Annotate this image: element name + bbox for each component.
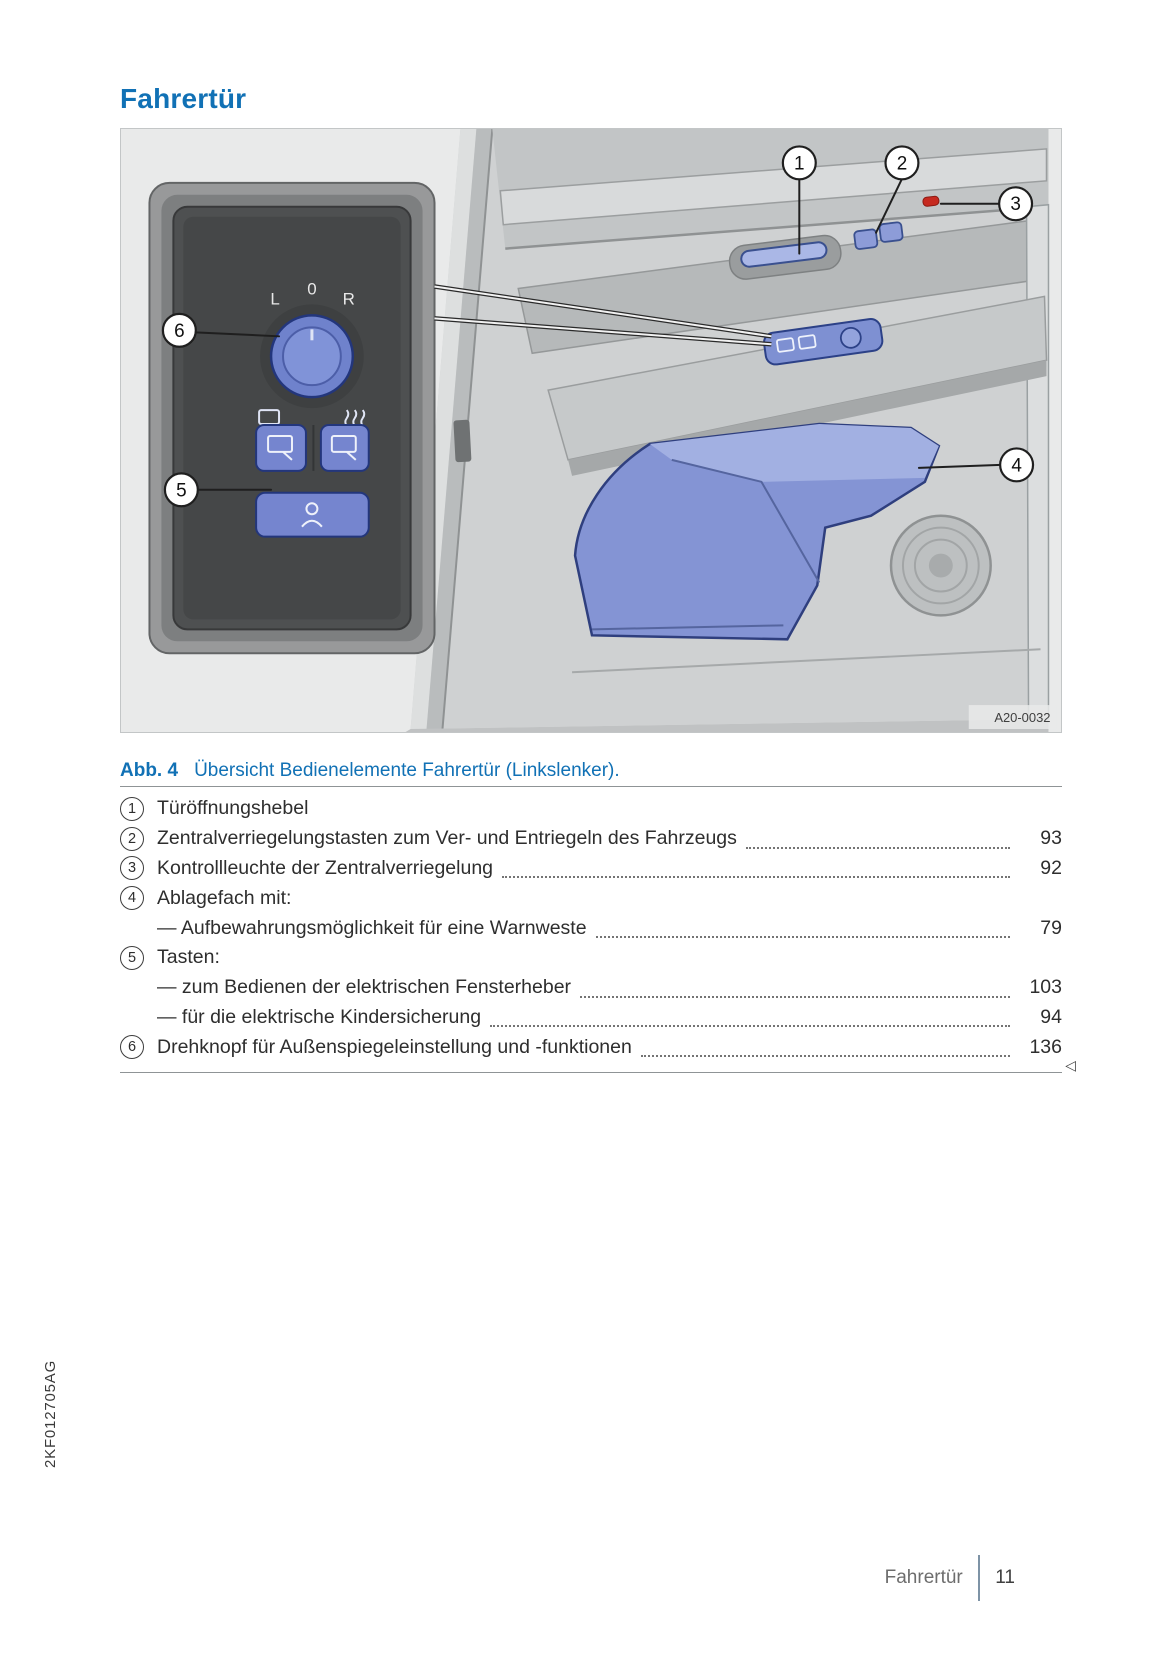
- svg-text:6: 6: [174, 321, 185, 342]
- item-page-ref: 92: [1040, 856, 1062, 879]
- item-label: Zentralverriegelungstasten zum Ver- und …: [157, 827, 737, 850]
- window-switch-right: [319, 424, 370, 472]
- footer-section-title: Fahrertür: [884, 1567, 963, 1588]
- item-number-badge: 6: [120, 1035, 144, 1060]
- svg-text:3: 3: [1010, 194, 1021, 215]
- door-pull-grip: [453, 419, 472, 463]
- item-number-badge: 2: [120, 826, 144, 851]
- window-switch-right-icon: [330, 434, 357, 453]
- callout-1: 1: [781, 145, 817, 181]
- item-label: Drehknopf für Außenspiegeleinstellung un…: [157, 1035, 632, 1058]
- mirror-heat-icon: [344, 409, 366, 427]
- legend-subitem: — zum Bedienen der elektrischen Fensterh…: [120, 973, 1062, 1003]
- legend-item: 4 Ablagefach mit:: [120, 883, 1062, 913]
- callouts: 1 2 3 4 5: [161, 145, 1035, 508]
- legend-item: 2 Zentralverriegelungstasten zum Ver- un…: [120, 824, 1062, 854]
- svg-text:4: 4: [1011, 455, 1022, 476]
- dot-leader: [490, 1025, 1010, 1028]
- footer-divider: [977, 1555, 981, 1601]
- footer-page-number: 11: [995, 1567, 1015, 1588]
- figure-caption: Abb. 4 Übersicht Bedienelemente Fahrertür…: [120, 760, 620, 782]
- legend-subitem: — Aufbewahrungsmöglichkeit für eine Warn…: [120, 913, 1062, 943]
- svg-text:5: 5: [176, 480, 187, 501]
- legend-item: 3 Kontrollleuchte der Zentralverriegelun…: [120, 854, 1062, 884]
- door-panel-art: [405, 129, 1050, 732]
- figure-driver-door: L 0 R: [120, 128, 1062, 733]
- callout-6: 6: [161, 312, 197, 348]
- item-number-badge: 4: [120, 886, 144, 911]
- callout-5: 5: [163, 472, 199, 508]
- storage-pocket: [573, 422, 941, 641]
- dot-leader: [640, 1055, 1010, 1058]
- caption-text: Übersicht Bedienelemente Fahrertür (Link…: [194, 760, 620, 781]
- caption-label: Abb. 4: [120, 760, 179, 781]
- item-page-ref: 94: [1040, 1005, 1062, 1028]
- speaker: [889, 514, 992, 617]
- armrest-switch-cluster: [763, 318, 884, 366]
- page-footer: Fahrertür 11: [885, 1554, 1015, 1602]
- item-page-ref: 103: [1029, 976, 1062, 999]
- item-page-ref: 136: [1029, 1035, 1062, 1058]
- legend-item: 1 Türöffnungshebel: [120, 794, 1062, 824]
- door-illustration: L 0 R: [121, 129, 1061, 732]
- mirror-control-inset: L 0 R: [148, 181, 436, 655]
- item-number-badge: 1: [120, 796, 144, 821]
- item-label: Ablagefach mit:: [157, 886, 292, 909]
- child-safety-lock-button: [255, 491, 370, 538]
- item-page-ref: 93: [1040, 827, 1062, 850]
- figure-code-label: A20-0032: [968, 705, 1057, 730]
- continuation-marker: ◁: [1065, 1057, 1076, 1074]
- mirror-adjust-knob: [260, 304, 364, 409]
- window-switch-left: [255, 424, 307, 472]
- item-label: — zum Bedienen der elektrischen Fensterh…: [157, 976, 572, 999]
- item-label: Kontrollleuchte der Zentralverriegelung: [157, 856, 494, 879]
- legend-subitem: — für die elektrische Kindersicherung 94: [120, 1003, 1062, 1033]
- legend-item: 6 Drehknopf für Außenspiegeleinstellung …: [120, 1032, 1062, 1062]
- mirror-label-left: L: [270, 289, 279, 308]
- central-locking-buttons: [853, 221, 904, 250]
- item-label: — für die elektrische Kindersicherung: [157, 1005, 482, 1028]
- child-safety-lock-icon: [305, 502, 319, 516]
- item-label: Tasten:: [157, 946, 220, 969]
- item-number-badge: 5: [120, 945, 144, 970]
- callout-3: 3: [998, 186, 1034, 222]
- item-number-badge: 3: [120, 856, 144, 881]
- item-label: Türöffnungshebel: [157, 797, 309, 820]
- callout-2: 2: [884, 145, 920, 181]
- door-release-handle: [728, 234, 842, 280]
- svg-text:A20-0032: A20-0032: [994, 710, 1050, 725]
- dot-leader: [745, 846, 1010, 849]
- lock-indicator-light: [922, 195, 940, 207]
- document-code: 2KF012705AG: [42, 1359, 59, 1468]
- magnifier-lines: [434, 284, 772, 347]
- mirror-label-neutral: 0: [307, 279, 316, 298]
- svg-text:2: 2: [897, 153, 908, 174]
- dot-leader: [595, 935, 1010, 938]
- legend-item: 5 Tasten:: [120, 943, 1062, 973]
- callout-4: 4: [999, 447, 1035, 483]
- window-switch-left-icon: [267, 434, 293, 453]
- svg-text:1: 1: [794, 153, 805, 174]
- dot-leader: [502, 876, 1010, 879]
- dot-leader: [580, 995, 1010, 998]
- mirror-label-right: R: [343, 289, 355, 308]
- item-page-ref: 79: [1040, 916, 1062, 939]
- page-title: Fahrertür: [120, 82, 247, 114]
- legend-list: 1 Türöffnungshebel 2 Zentralverriegelung…: [120, 786, 1076, 1074]
- item-label: — Aufbewahrungsmöglichkeit für eine Warn…: [157, 916, 587, 939]
